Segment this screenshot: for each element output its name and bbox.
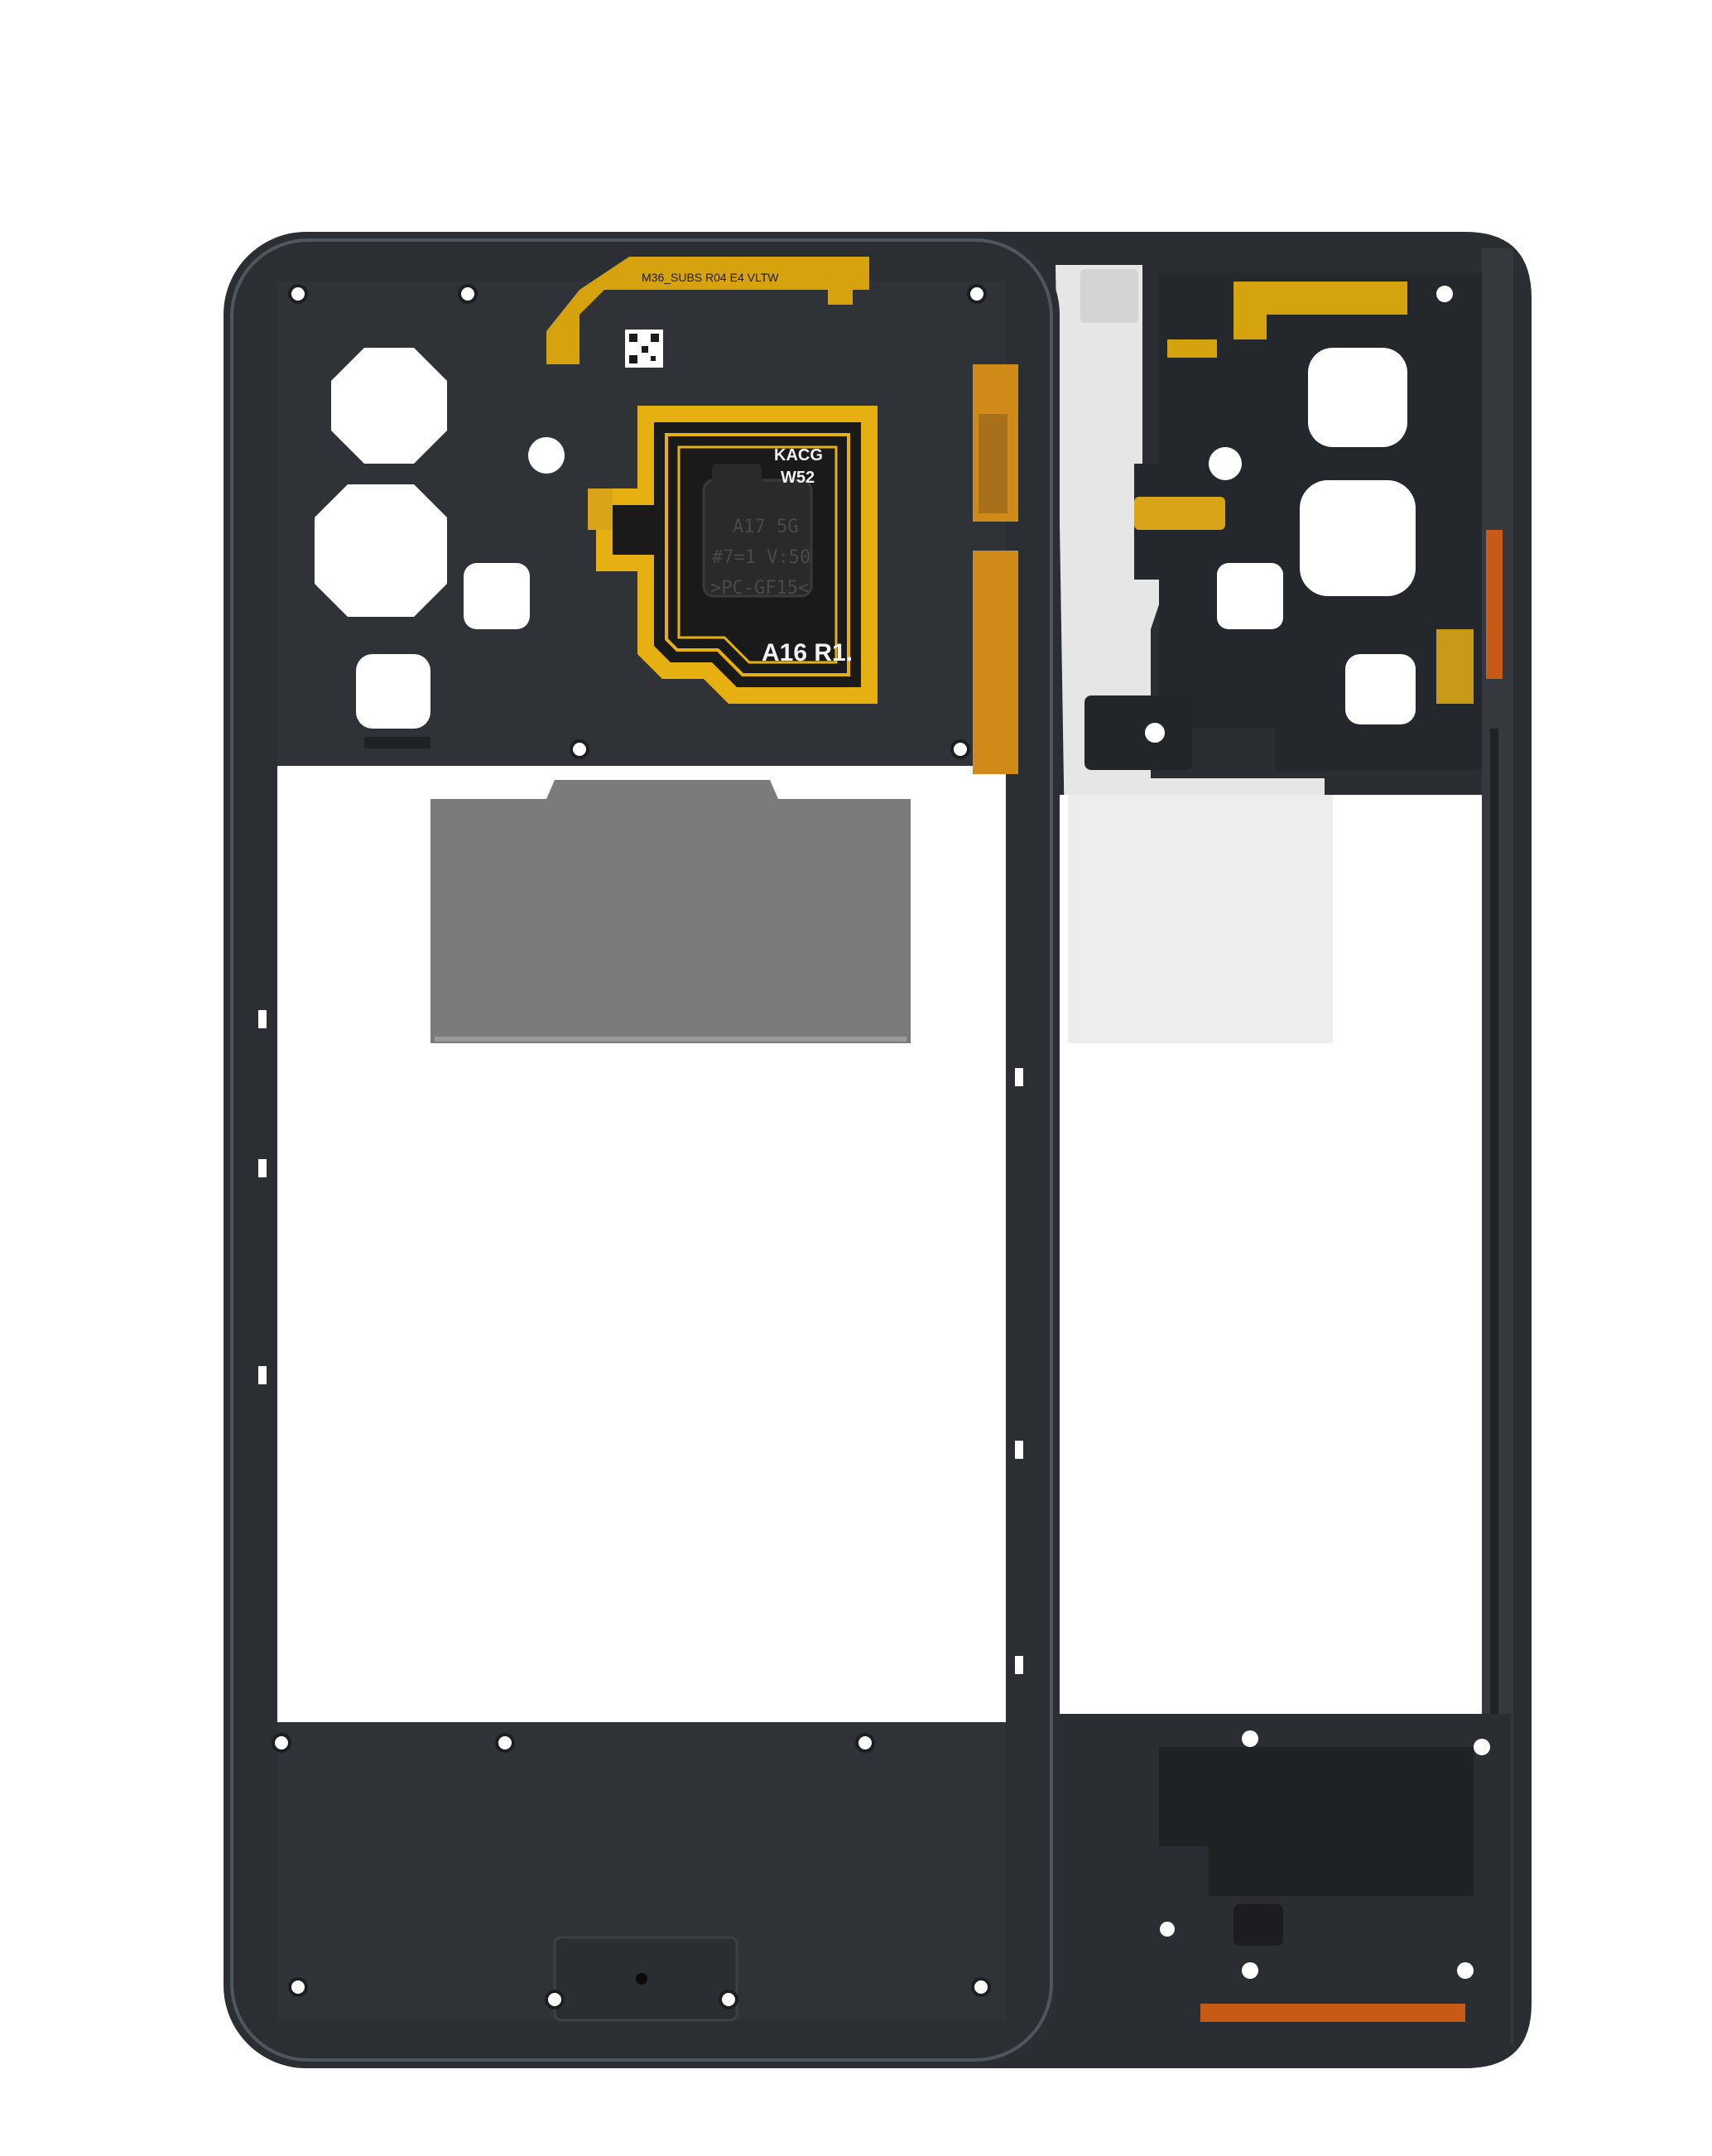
emboss-line-1: A17 5G — [733, 517, 798, 537]
rear-usb-port — [1234, 1904, 1283, 1946]
rear-camera-hole-1 — [1308, 348, 1407, 447]
rear-side-flex — [1436, 629, 1474, 704]
front-camera-hole-1 — [331, 348, 447, 464]
rear-plate-shadow — [1068, 795, 1333, 1043]
front-nfc-coil — [588, 406, 878, 704]
front-flex-label: M36_SUBS R04 E4 VLTW — [642, 271, 779, 284]
emboss-line-2: #7=1 V:50 — [712, 547, 810, 568]
front-sensor-hole — [464, 563, 530, 629]
rear-top-tab — [1080, 269, 1138, 323]
rear-bracket-hole — [1145, 723, 1165, 743]
front-mic-hole — [636, 1973, 647, 1985]
rear-rail-groove — [1490, 729, 1498, 1888]
front-screw-holes — [272, 284, 991, 2009]
front-top-flex — [546, 257, 869, 364]
coil-code-text: KACG — [774, 446, 823, 464]
rear-yellow-flex-top — [1234, 282, 1407, 339]
rear-sensor-hole — [1217, 563, 1283, 629]
rear-screw-holes — [1160, 286, 1490, 1979]
rear-orange-strip — [1486, 530, 1503, 679]
front-bracket-slot — [364, 737, 430, 748]
front-flash-hole — [528, 437, 565, 474]
rear-bottom-orange-flex — [1200, 2004, 1465, 2022]
rear-small-bracket — [1084, 695, 1192, 770]
rear-small-flex — [1134, 497, 1225, 530]
rear-camera-hole-3 — [1345, 654, 1416, 724]
front-frame: M36_SUBS R04 E4 VLTW KACG W52 A17 5G #7=… — [224, 232, 1060, 2068]
rear-flash-hole — [1209, 447, 1242, 480]
front-gray-plate — [430, 780, 911, 1043]
rear-speaker-cavity — [1159, 1747, 1474, 1896]
front-side-slots — [258, 1010, 1023, 1674]
front-camera-hole-3 — [356, 654, 430, 729]
emboss-line-3: >PC-GF15< — [710, 578, 809, 599]
front-qr-pattern — [629, 334, 659, 363]
front-frame-bezel — [230, 238, 1053, 2062]
coil-model-text: A16 R1. — [762, 639, 853, 667]
rear-frame — [960, 232, 1532, 2068]
front-camera-hole-2 — [315, 484, 447, 617]
coil-week-text: W52 — [781, 469, 815, 487]
front-side-flex-inner — [979, 414, 1007, 513]
rear-yellow-tab — [1167, 339, 1217, 358]
rear-camera-hole-2 — [1300, 480, 1416, 596]
front-side-flex-2 — [973, 551, 1018, 774]
